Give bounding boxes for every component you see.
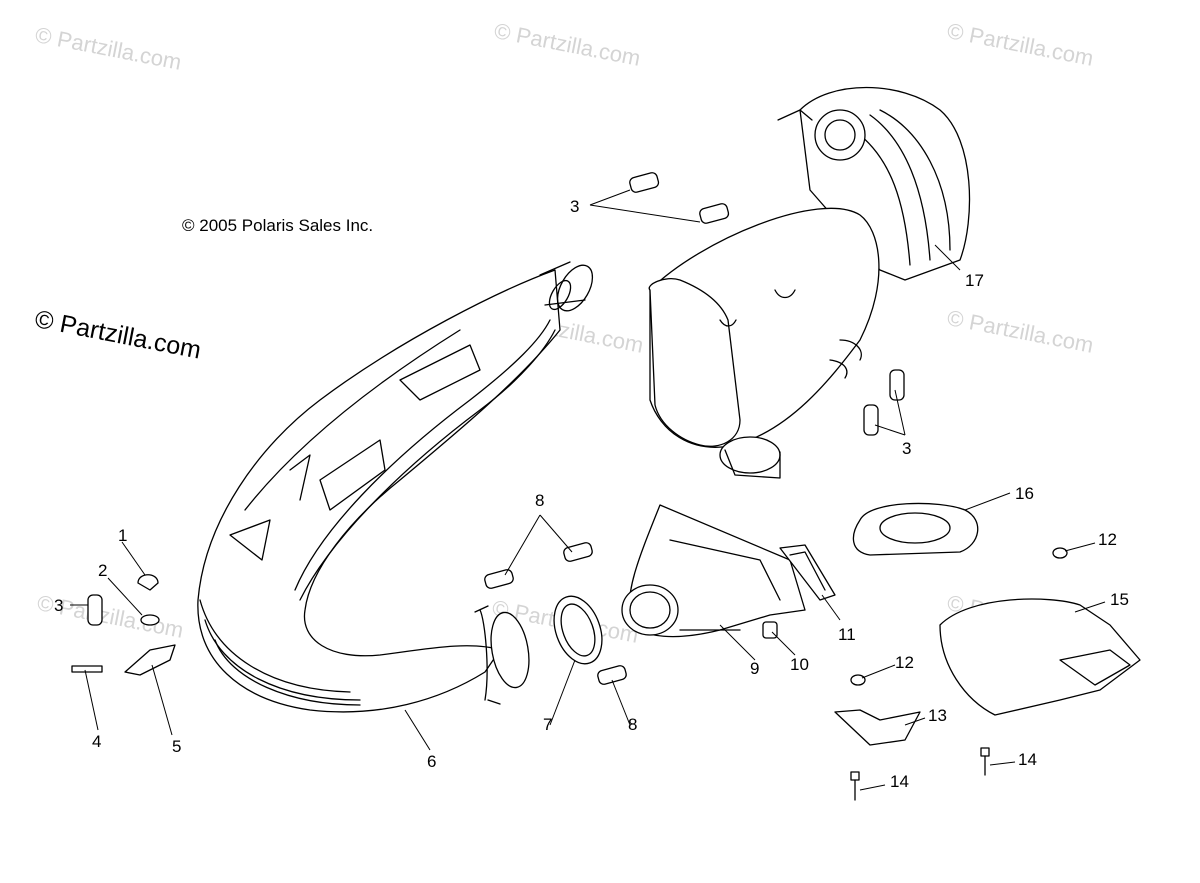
callout-5: 5: [172, 737, 182, 756]
callout-17: 17: [965, 271, 984, 290]
rivet: [71, 665, 990, 801]
callout-9: 9: [750, 659, 760, 678]
leader-lines: [70, 189, 1106, 791]
callout-14: 14: [890, 772, 909, 791]
callout-4: 4: [92, 732, 102, 751]
y-pipe: [621, 504, 806, 638]
callout-7: 7: [543, 715, 553, 734]
callout-12: 12: [1098, 530, 1117, 549]
mounting-bracket: [834, 709, 921, 746]
exhaust-pipe: [197, 261, 594, 713]
callout-3: 3: [54, 596, 64, 615]
callout-12: 12: [895, 653, 914, 672]
callout-2: 2: [98, 561, 108, 580]
callout-16: 16: [1015, 484, 1034, 503]
callout-3: 3: [902, 439, 912, 458]
callout-6: 6: [427, 752, 437, 771]
exhaust-spring: [484, 542, 627, 685]
callout-8: 8: [628, 715, 638, 734]
callout-11: 11: [838, 625, 856, 644]
gasket-small: [779, 544, 836, 601]
callout-3: 3: [570, 197, 580, 216]
callout-10: 10: [790, 655, 809, 674]
gasket-ring: [553, 595, 603, 665]
callout-1: 1: [118, 526, 128, 545]
heat-shield: [939, 598, 1141, 716]
callout-13: 13: [928, 706, 947, 725]
nut: [850, 547, 1068, 686]
callout-14: 14: [1018, 750, 1037, 769]
copyright-notice: © 2005 Polaris Sales Inc.: [182, 216, 374, 235]
callout-15: 15: [1110, 590, 1129, 609]
small-parts: [124, 574, 176, 676]
callout-8: 8: [535, 491, 545, 510]
silencer: [648, 86, 971, 479]
rubber-mount: [87, 172, 905, 626]
gasket-plate: [852, 502, 979, 556]
